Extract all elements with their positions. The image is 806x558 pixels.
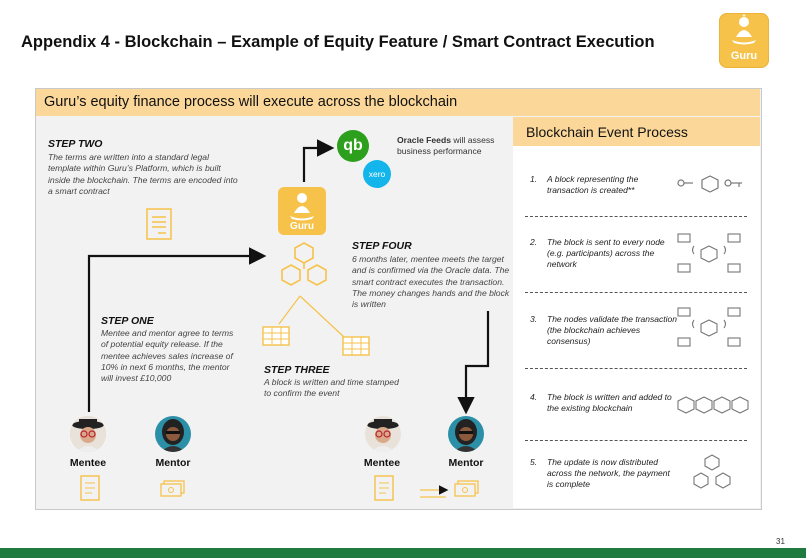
document-icon [80,475,100,501]
logo-text: Guru [730,50,758,62]
event-3-num: 3. [530,314,538,324]
blockchain-cubes-icon [281,242,327,286]
step-three-body: A block is written and time stamped to c… [264,377,399,399]
event-4-num: 4. [530,392,538,402]
event-2-num: 2. [530,237,538,247]
divider [525,292,747,293]
event-process-title: Blockchain Event Process [526,124,688,140]
right-mentor-label: Mentor [448,457,484,469]
page-number: 31 [776,537,785,546]
ledger-table-icon [262,326,290,346]
ledger-table-icon [342,336,370,356]
panel-header-text: Guru’s equity finance process will execu… [44,94,458,110]
oracle-feeds-text: Oracle Feeds will assess business perfor… [397,135,507,157]
document-icon [374,475,394,501]
step-two-body: The terms are written into a standard le… [48,152,238,196]
guru-node-label: Guru [290,221,314,232]
event-2-text: The block is sent to every node (e.g. pa… [547,237,665,269]
divider [525,368,747,369]
guru-meditation-icon [732,14,756,45]
quickbooks-icon: qb [337,130,369,162]
event-3-text: The nodes validate the transaction (the … [547,314,677,346]
event-1-num: 1. [530,174,538,184]
oracle-feeds-bold: Oracle Feeds [397,135,451,145]
oracle-feeds-rest: will assess business performance [397,135,495,156]
event-5-num: 5. [530,457,538,467]
money-icon [454,480,479,497]
contract-document-icon [146,208,172,240]
chain-of-blocks-icon [677,396,749,414]
validation-nodes-icon [677,307,741,347]
oracle-arrow [302,139,335,182]
guru-logo: Guru [719,13,769,68]
guru-node-icon [290,193,314,221]
divider [525,216,747,217]
distributed-blocks-icon [693,454,731,489]
event-4-text: The block is written and added to the ex… [547,392,672,413]
step-one-arrow [87,247,267,412]
guru-platform-node: Guru [278,187,326,235]
left-mentor-label: Mentor [155,457,191,469]
xero-icon: xero [363,160,391,188]
footer-bar [0,548,806,558]
event-5-text: The update is now distributed across the… [547,457,670,489]
step-one-title: STEP ONE [101,315,154,327]
divider [525,440,747,441]
left-mentee-label: Mentee [69,457,107,469]
mentee-avatar [70,416,106,452]
slide-title: Appendix 4 - Blockchain – Example of Equ… [21,33,655,51]
key-block-icon [677,175,742,193]
step-one-body: Mentee and mentor agree to terms of pote… [101,328,234,384]
step-four-title: STEP FOUR [352,240,412,252]
mentor-avatar [448,416,484,452]
mentor-avatar [155,416,191,452]
event-process-header: Blockchain Event Process [513,117,760,146]
step-four-arrow [457,311,490,415]
network-nodes-icon [677,233,741,273]
mentee-avatar [365,416,401,452]
right-mentee-label: Mentee [363,457,401,469]
step-three-title: STEP THREE [264,364,330,376]
money-icon [160,480,185,497]
step-four-body: 6 months later, mentee meets the target … [352,254,510,310]
step-two-title: STEP TWO [48,138,103,150]
event-1-text: A block representing the transaction is … [547,174,639,195]
event-process-panel [513,117,760,508]
panel-header: Guru’s equity finance process will execu… [36,89,760,116]
